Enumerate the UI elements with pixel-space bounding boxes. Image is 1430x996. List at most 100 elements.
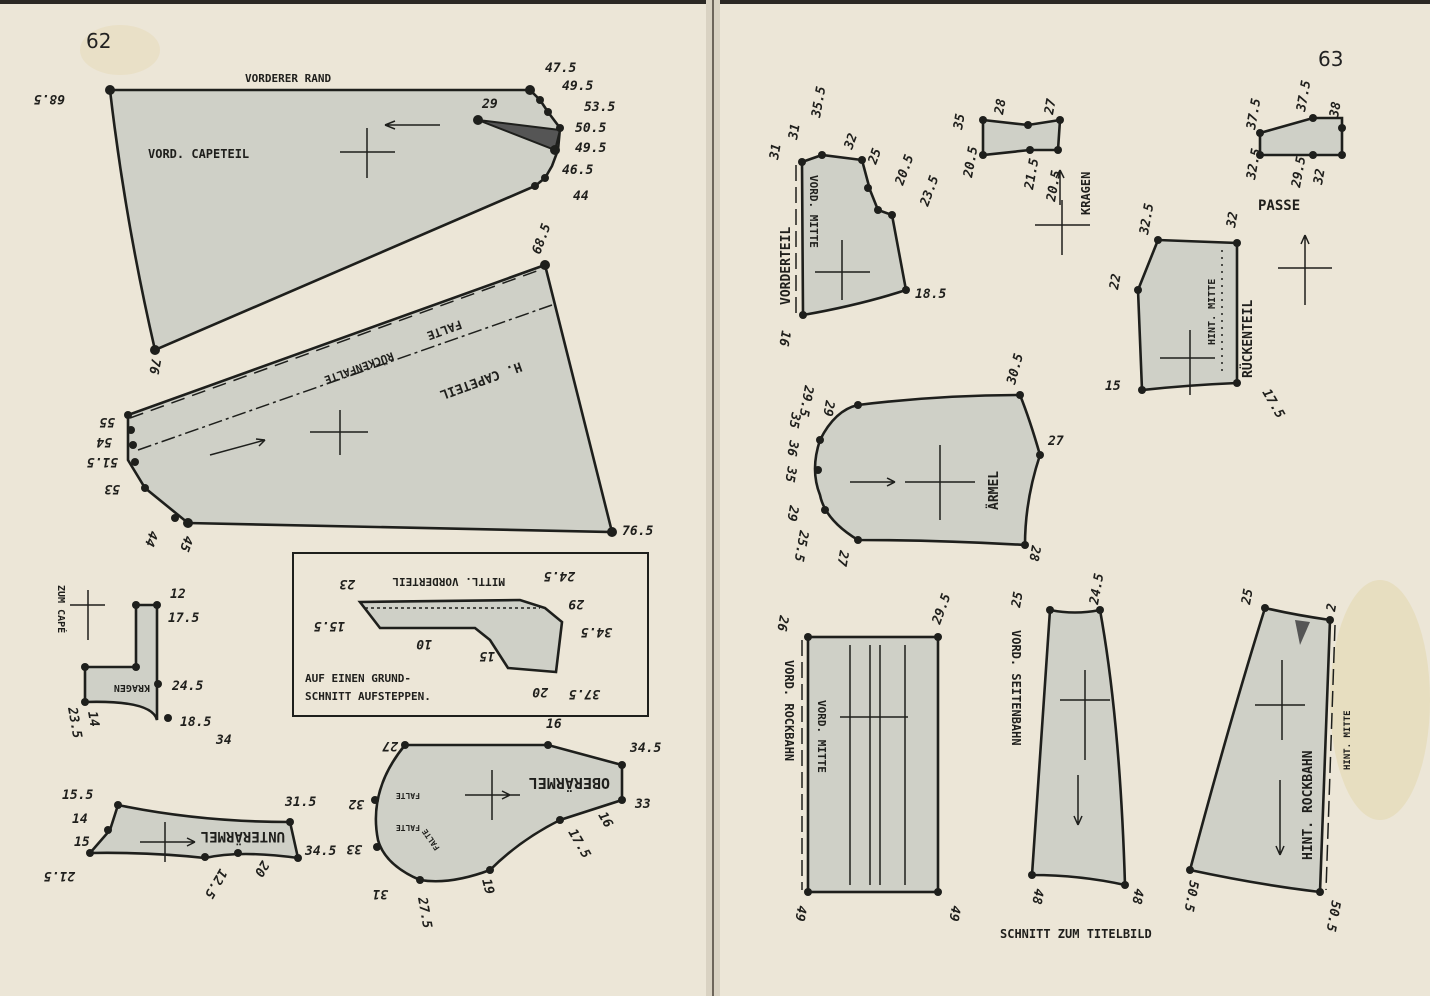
pattern-front-bodice: VORDERTEIL VORD. MITTE 31 31 35.5 32 25 … — [767, 85, 946, 347]
measure: 45 — [176, 534, 196, 554]
measure: 16 — [595, 810, 616, 831]
measure: 32 — [841, 131, 861, 152]
measure: 16 — [546, 717, 562, 732]
measure: 24.5 — [544, 568, 576, 583]
measure: 25 — [1239, 588, 1257, 607]
measure: 68.5 — [34, 91, 65, 106]
measure: 20 — [251, 857, 272, 879]
stain — [80, 25, 160, 75]
measure: 27 — [382, 738, 399, 753]
measure: 28 — [992, 98, 1010, 117]
measure: 10 — [416, 636, 432, 651]
measure: 20.5 — [961, 145, 981, 180]
measure: 15.5 — [314, 618, 345, 633]
measure: 29 — [568, 596, 585, 611]
measure: 15 — [479, 648, 495, 663]
measure: 50.5 — [575, 121, 606, 136]
measure: 16 — [775, 329, 793, 347]
piece-title: PASSE — [1258, 198, 1300, 214]
pattern-side-skirt: VORD. SEITENBAHN 25 24.5 48 48 — [1009, 572, 1146, 905]
inset-note: SCHNITT AUFSTEPPEN. — [305, 690, 431, 703]
measure: 14 — [72, 812, 88, 827]
measure: 2 — [1324, 602, 1340, 613]
measure: 29 — [783, 503, 801, 522]
measure: 32 — [1311, 168, 1329, 187]
piece-title: KRAGEN — [1079, 172, 1093, 215]
measure: 53.5 — [584, 100, 615, 115]
measure: 33 — [346, 841, 363, 856]
pattern-cape-collar: ZUM CAPÉ KRAGEN 12 17.5 24.5 18.5 34 14 … — [55, 585, 232, 748]
measure: 37.5 — [569, 686, 601, 701]
pattern-sleeve: ÄRMEL 29.5 30.5 29 27 35 36 35 29 25.5 2… — [781, 352, 1064, 568]
measure: 47.5 — [545, 61, 576, 76]
measure: 32 — [1224, 211, 1242, 230]
collar-note: ZUM CAPÉ — [55, 585, 68, 633]
pattern-upper-sleeve: OBERÄRMEL FALTE FALTE FALTE 27 16 34.5 3… — [346, 717, 661, 930]
measure: 34.5 — [581, 624, 613, 639]
measure: 35.5 — [809, 85, 829, 120]
measure: 76 — [145, 357, 163, 375]
measure: 21.5 — [44, 868, 76, 883]
measure: 15 — [74, 835, 90, 850]
measure: 26 — [773, 613, 791, 632]
measure: 37.5 — [1244, 97, 1264, 132]
measure: 54 — [96, 434, 112, 449]
measure: 18.5 — [180, 715, 211, 730]
measure: 23 — [339, 576, 356, 591]
measure: 29.5 — [1289, 155, 1309, 190]
page-number: 62 — [86, 29, 111, 53]
measure: 33 — [634, 797, 651, 812]
measure: 31 — [372, 886, 389, 901]
inset-box-middle-front: MITTL. VORDERTEIL AUF EINEN GRUND- SCHNI… — [292, 552, 649, 717]
measure: 35 — [785, 410, 803, 429]
measure: 25 — [1009, 591, 1027, 610]
measure: 32 — [348, 796, 365, 811]
piece-title: MITTL. VORDERTEIL — [392, 575, 505, 588]
pattern-back-skirt: HINT. ROCKBAHN HINT. MITTE 25 2 50.5 50.… — [1181, 588, 1353, 933]
measure: 34.5 — [304, 844, 336, 859]
measure: 35 — [781, 464, 799, 483]
measure: 49 — [791, 904, 809, 922]
measure: 53 — [104, 481, 120, 496]
measure: 32.5 — [1137, 202, 1157, 237]
piece-title: UNTERÄRMEL — [201, 828, 285, 845]
measure: 49.5 — [562, 79, 593, 94]
center-label: HINT. MITTE — [1207, 279, 1218, 345]
piece-title: HINT. ROCKBAHN — [1301, 750, 1316, 860]
measure: 28 — [1025, 543, 1043, 562]
measure: 32.5 — [1244, 147, 1264, 182]
measure: 37.5 — [1294, 79, 1314, 114]
center-label: VORD. MITTE — [815, 700, 828, 773]
piece-title: VORD. SEITENBAHN — [1009, 630, 1023, 746]
piece-title: KRAGEN — [114, 682, 150, 693]
piece-title: OBERÄRMEL — [529, 774, 610, 793]
edge-label: VORDERER RAND — [245, 72, 331, 85]
piece-title: VORD. CAPETEIL — [148, 147, 249, 161]
center-label: VORD. MITTE — [807, 175, 820, 248]
inset-note: AUF EINEN GRUND- — [305, 672, 411, 685]
measure: 31 — [767, 143, 785, 162]
measure: 25.5 — [791, 528, 811, 563]
measure: 50.5 — [1323, 899, 1343, 933]
measure: 21.5 — [1022, 157, 1042, 192]
measure: 18.5 — [915, 287, 946, 302]
measure: 22 — [1107, 273, 1125, 292]
measure: 31 — [786, 123, 804, 142]
pattern-bodice-collar: KRAGEN 35 28 27 20.5 21.5 20.5 — [951, 98, 1093, 255]
measure: 76.5 — [622, 524, 653, 539]
measure: 14 — [84, 710, 102, 728]
measure: 15 — [1105, 379, 1121, 394]
measure: 15.5 — [62, 788, 93, 803]
fold-label: FALTE — [396, 791, 420, 800]
measure: 17.5 — [168, 611, 199, 626]
measure: 36 — [783, 438, 801, 457]
measure: 19 — [478, 877, 497, 896]
measure: 49.5 — [575, 141, 606, 156]
measure: 35 — [951, 113, 969, 132]
pattern-yoke: PASSE 37.5 37.5 38 32.5 29.5 32 — [1244, 79, 1346, 305]
measure: 29.5 — [796, 383, 816, 418]
measure: 29 — [481, 97, 498, 112]
measure: 46.5 — [562, 163, 593, 178]
measure: 12 — [170, 587, 186, 602]
